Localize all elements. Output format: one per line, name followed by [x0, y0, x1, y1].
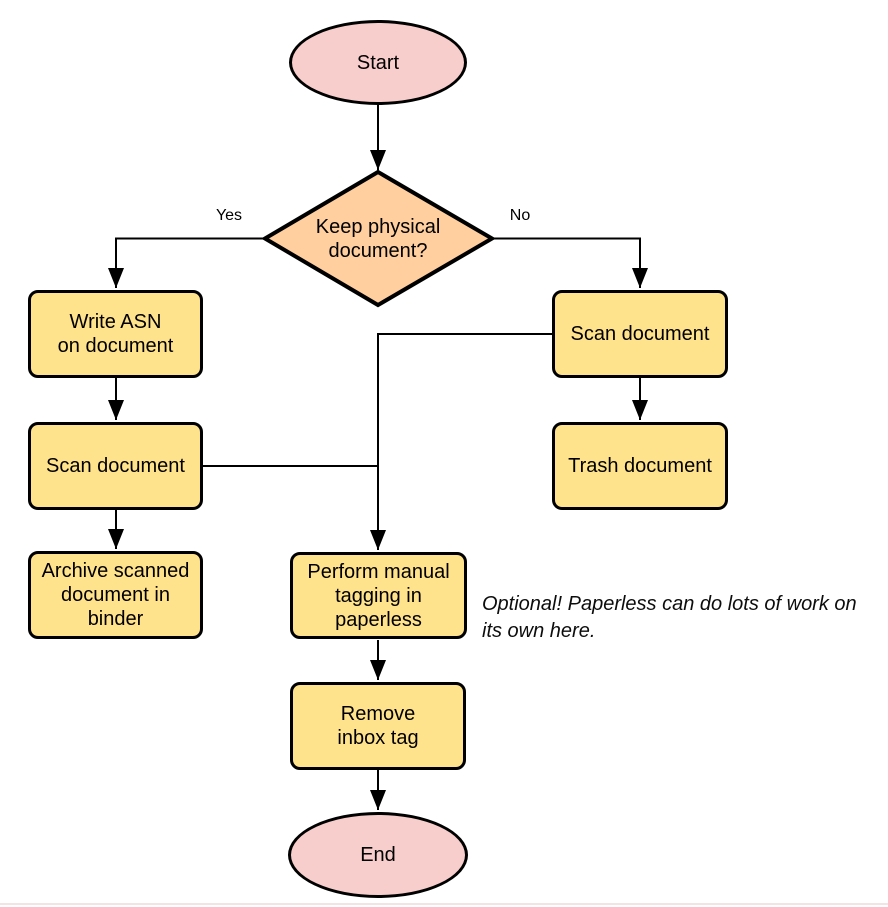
node-decision-keep-physical-label: Keep physical document? — [315, 216, 441, 262]
node-perform-tagging: Perform manual tagging in paperless — [290, 552, 467, 639]
edge-scan-right-tagging — [370, 333, 552, 550]
edge-label-no: No — [509, 207, 531, 224]
edge-decision-scan-right — [492, 237, 648, 288]
page-bottom-edge — [0, 903, 888, 905]
annotation-optional: Optional! Paperless can do lots of work … — [482, 593, 857, 642]
node-scan-document-left: Scan document — [28, 422, 203, 510]
node-trash-document: Trash document — [552, 422, 728, 510]
node-scan-document-right: Scan document — [552, 290, 728, 378]
edge-decision-write-asn — [108, 237, 265, 288]
node-archive-binder: Archive scanned document in binder — [28, 551, 203, 639]
edge-label-yes: Yes — [215, 207, 243, 224]
node-remove-inbox-tag: Remove inbox tag — [290, 682, 466, 770]
node-start: Start — [289, 20, 467, 105]
node-decision-keep-physical-shape — [261, 169, 496, 308]
node-write-asn: Write ASN on document — [28, 290, 203, 378]
node-end: End — [288, 812, 468, 898]
